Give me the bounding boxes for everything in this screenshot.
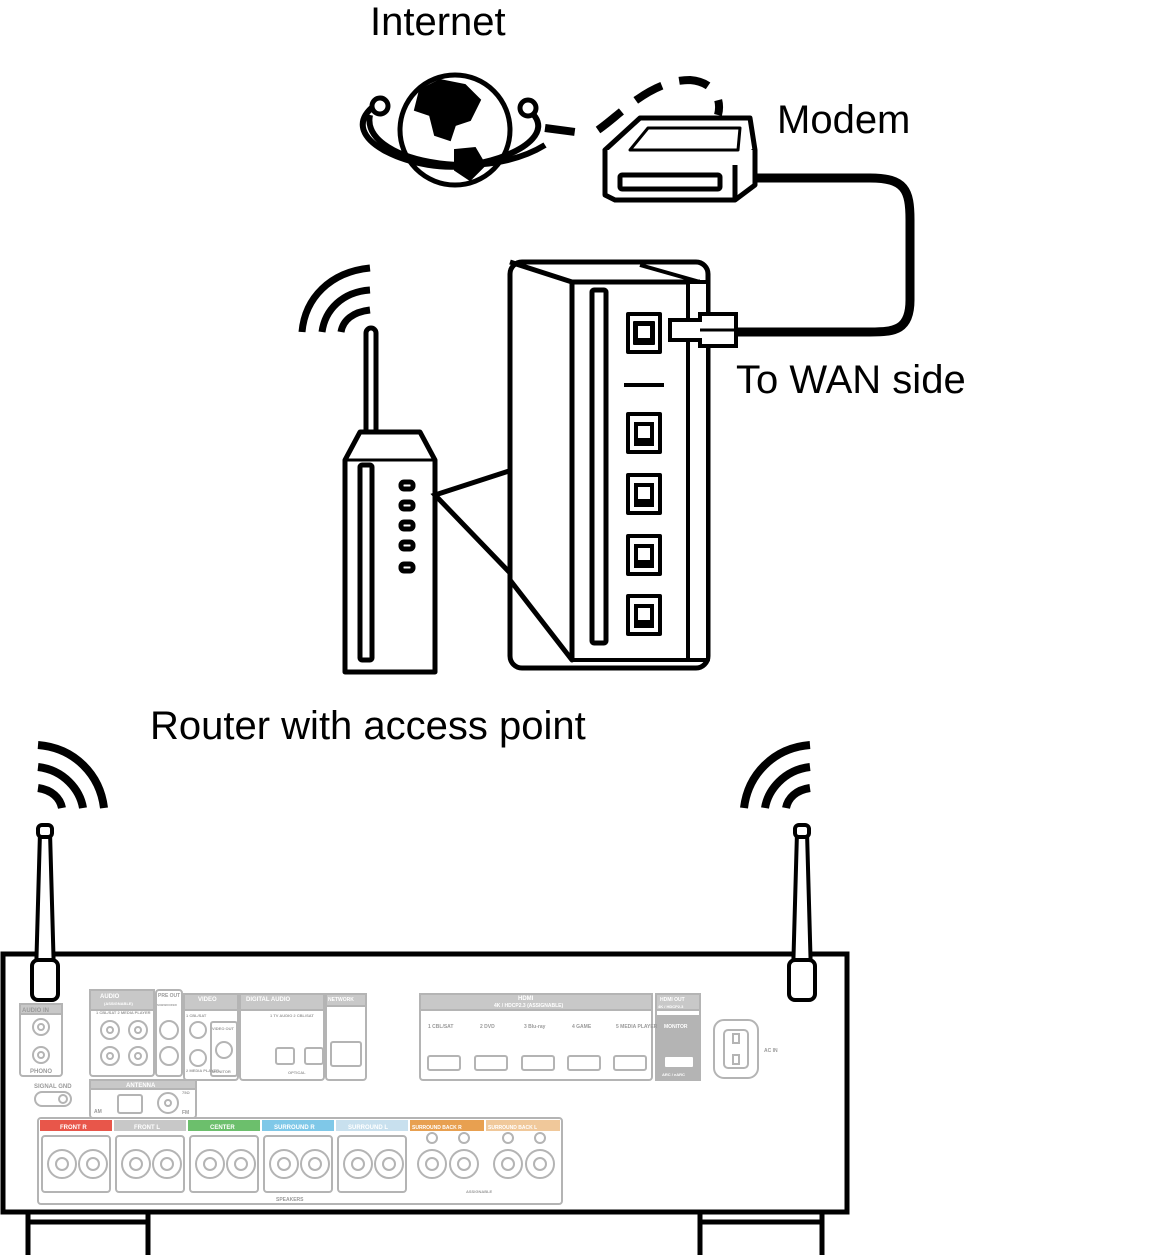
fm-label: FM [182,1110,189,1116]
internet-label: Internet [370,0,506,44]
hdmi-input-2-label: 2 DVD [480,1024,495,1030]
signal-gnd-label: SIGNAL GND [34,1084,72,1090]
hdmi-out-title-label: HDMI OUT [660,997,685,1003]
internet-link [544,75,723,136]
speakers-block [37,1117,563,1205]
network-label: NETWORK [328,997,354,1003]
hdmi-out-sub-label: 4K / HDCP2.3 [658,1004,684,1009]
video-in-1-label: 1 CBL/SAT [186,1013,207,1018]
receiver-feet [25,1212,825,1255]
hdmi-input-5-label: 5 MEDIA PLAYER [616,1024,658,1030]
video-out-label: VIDEO OUT [212,1026,235,1031]
subwoofer-label: SUBWOOFER [157,1003,178,1007]
hdmi-input-3-label: 3 Blu-ray [524,1024,546,1030]
hdmi-input-4-label: 4 GAME [572,1024,592,1030]
speaker-color-bars [40,1120,560,1131]
am-label: AM [94,1109,102,1115]
ac-in-label: AC IN [764,1048,778,1054]
audio-assignable-label: (ASSIGNABLE) [104,1001,134,1006]
phono-label: PHONO [30,1069,52,1075]
speakers-label: SPEAKERS [276,1197,304,1203]
hdmi-title-label: HDMI [518,996,534,1002]
modem-label: Modem [777,98,911,142]
video-monitor-label: MONITOR [212,1069,231,1074]
optical-label: OPTICAL [288,1070,306,1075]
router-port-panel [507,259,711,671]
speaker-group-3-label: CENTER [210,1125,235,1131]
speaker-group-1-label: FRONT R [60,1125,87,1131]
receiver-antenna-left [30,823,60,1002]
audio-inputs-label: 1 CBL/SAT 2 MEDIA PLAYER [96,1010,151,1015]
hdmi-sub-label: 4K / HDCP2.3 (ASSIGNABLE) [494,1003,564,1009]
pre-out-block [155,989,183,1077]
speaker-assignable-label: ASSIGNABLE [466,1189,493,1194]
speaker-group-5-label: SURROUND L [348,1125,388,1131]
video-in-2-label: 2 MEDIA PLAYER [186,1068,219,1073]
globe-icon [359,72,547,188]
hdmi-input-1-label: 1 CBL/SAT [428,1024,453,1030]
router-wifi-icon [298,264,371,333]
wan-cable [735,173,915,337]
callout-pointer [430,466,515,582]
arc-label: ARC / eARC [662,1072,685,1077]
modem-icon [602,115,758,203]
digital-inputs-label: 1 TV AUDIO 2 CBL/SAT [270,1013,314,1018]
speaker-terminals [41,1132,555,1193]
router-icon [342,325,438,675]
receiver-wifi-left-icon [37,741,108,810]
receiver-wifi-right-icon [740,741,811,810]
hdmi-monitor-label: MONITOR [664,1024,688,1030]
speaker-group-7-label: SURROUND BACK L [488,1125,537,1131]
ohm-label: 75Ω [182,1090,190,1095]
speaker-group-4-label: SURROUND R [274,1125,315,1131]
router-label: Router with access point [150,704,586,748]
wan-plug [668,312,738,348]
digital-audio-label: DIGITAL AUDIO [246,997,291,1003]
speaker-group-2-label: FRONT L [134,1125,160,1131]
pre-out-label: PRE OUT [158,993,180,999]
receiver-antenna-right [787,823,817,1002]
speaker-group-6-label: SURROUND BACK R [412,1125,462,1131]
antenna-label: ANTENNA [126,1083,156,1089]
audio-in-label: AUDIO IN [22,1008,49,1014]
wan-side-label: To WAN side [736,358,966,402]
ac-in-socket [713,1019,759,1079]
video-label: VIDEO [198,997,217,1003]
audio-group-label: AUDIO [100,994,120,1000]
